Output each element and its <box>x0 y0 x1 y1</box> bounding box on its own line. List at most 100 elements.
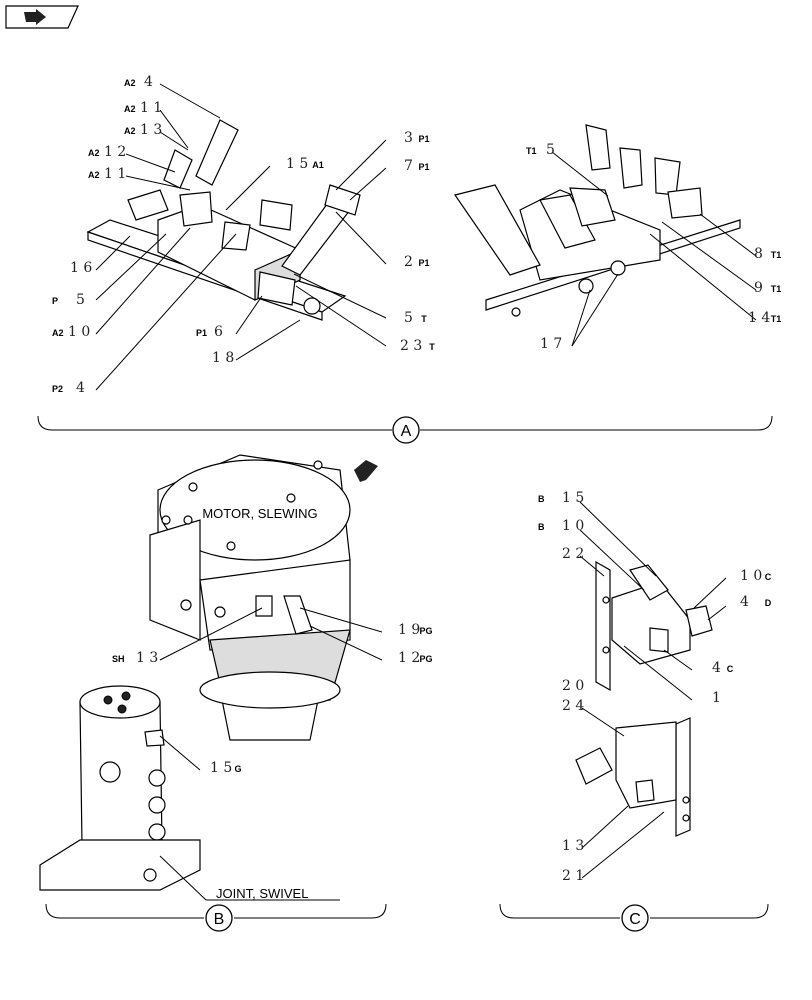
callout-c-22: 2 2 <box>562 546 584 562</box>
callout-c-21: 2 1 <box>562 868 584 884</box>
section-a-drawing <box>86 119 741 321</box>
callout-a-4-p2: P2 4 <box>52 380 85 396</box>
callout-number: 1 1 <box>140 100 162 116</box>
callout-a-8-t1: T18 <box>754 246 781 262</box>
callout-number: 2 1 <box>562 868 584 884</box>
callout-a-16: 1 6 <box>70 260 92 276</box>
motor-slewing-label: MOTOR, SLEWING <box>202 506 317 521</box>
callout-letter: P1 <box>418 258 429 268</box>
callout-a-7-p1: P17 <box>404 158 430 174</box>
callout-a-11-a2: A2 1 1 <box>124 100 162 116</box>
callout-a-17: 1 7 <box>540 336 562 352</box>
callout-number: 3 <box>404 130 413 146</box>
callout-letter: T1 <box>771 250 782 260</box>
callout-letter: P1 <box>196 328 207 338</box>
callout-number: 5 <box>76 292 85 308</box>
callout-c-10-c: C1 0 <box>740 568 772 584</box>
callout-number: 2 <box>404 254 413 270</box>
callout-letter: B <box>538 494 545 504</box>
callout-letter: A2 <box>88 148 100 158</box>
callout-letter: P <box>52 296 58 306</box>
section-c-bracket: C <box>499 903 769 932</box>
next-page-arrow-icon[interactable] <box>5 5 79 29</box>
callout-a-18: 1 8 <box>212 350 234 366</box>
callout-number: 2 0 <box>562 678 584 694</box>
callout-number: 1 3 <box>136 650 158 666</box>
callout-number: 2 4 <box>562 698 584 714</box>
joint-swivel-label: JOINT, SWIVEL <box>216 886 308 901</box>
section-b-leaders <box>159 607 383 901</box>
callout-letter: G <box>234 764 241 774</box>
callout-c-4-c: C4 <box>712 660 734 676</box>
callout-c-4-d: D4 <box>740 594 772 610</box>
section-c-leaders <box>579 501 727 879</box>
callout-letter: C <box>765 572 772 582</box>
callout-number: 1 5 <box>562 490 584 506</box>
callout-a-9-t1: T1 9 <box>754 280 781 296</box>
callout-letter: A2 <box>124 78 136 88</box>
section-c-label: C <box>629 911 641 928</box>
callout-letter: A2 <box>88 170 100 180</box>
callout-number: 1 3 <box>562 838 584 854</box>
section-a-leaders <box>95 83 757 391</box>
callout-c-15-b: B 1 5 <box>538 490 584 506</box>
section-b-drawing <box>39 454 378 891</box>
callout-number: 1 9 <box>398 622 420 638</box>
direction-arrow-icon <box>354 460 378 482</box>
callout-c-10-b: B 1 0 <box>538 518 584 534</box>
callout-number: 4 <box>76 380 85 396</box>
section-a-bracket: A <box>37 415 773 444</box>
callout-letter: PG <box>419 654 432 664</box>
callout-letter: A1 <box>312 160 324 170</box>
callout-letter: T <box>421 314 427 324</box>
callout-letter: A2 <box>52 328 64 338</box>
callout-number: 1 5 <box>210 760 232 776</box>
callout-number: 6 <box>214 324 223 340</box>
callout-a-2-p1: P1 2 <box>404 254 430 270</box>
callout-letter: T1 <box>771 314 782 324</box>
callout-number: 4 <box>740 594 749 610</box>
callout-number: 4 <box>144 74 153 90</box>
callout-number: 1 8 <box>212 350 234 366</box>
callout-number: 5 <box>404 310 413 326</box>
callout-letter: P2 <box>52 384 63 394</box>
callout-letter: SH <box>112 654 125 664</box>
section-c-drawing <box>575 560 713 837</box>
callout-number: 1 2 <box>398 650 420 666</box>
callout-number: 2 3 <box>400 338 422 354</box>
callout-number: 1 7 <box>540 336 562 352</box>
callout-b-15-g: G1 5 <box>210 760 242 776</box>
callout-number: 9 <box>754 280 763 296</box>
callout-number: 1 5 <box>286 156 308 172</box>
callout-c-24: 2 4 <box>562 698 584 714</box>
callout-a-23-t: T 2 3 <box>400 338 435 354</box>
callout-a-5-t: T5 <box>404 310 427 326</box>
callout-b-13-sh: SH 1 3 <box>112 650 158 666</box>
callout-b-12-pg: PG1 2 <box>398 650 433 666</box>
callout-letter: T <box>429 342 435 352</box>
callout-number: 5 <box>546 142 555 158</box>
callout-number: 1 0 <box>562 518 584 534</box>
callout-letter: A2 <box>124 104 136 114</box>
callout-letter: D <box>765 598 772 608</box>
callout-c-13: 1 3 <box>562 838 584 854</box>
section-b-bracket: B <box>45 903 387 932</box>
callout-letter: T1 <box>771 284 782 294</box>
callout-number: 1 0 <box>740 568 762 584</box>
callout-number: 4 <box>712 660 721 676</box>
callout-b-19-pg: PG1 9 <box>398 622 433 638</box>
callout-number: 1 2 <box>104 144 126 160</box>
callout-number: 7 <box>404 158 413 174</box>
callout-a-14-t1: T11 4 <box>748 310 781 326</box>
callout-number: 2 2 <box>562 546 584 562</box>
callout-a-4-a2: A2 4 <box>124 74 153 90</box>
callout-c-20: 2 0 <box>562 678 584 694</box>
callout-letter: B <box>538 522 545 532</box>
callout-number: 1 <box>712 690 721 706</box>
